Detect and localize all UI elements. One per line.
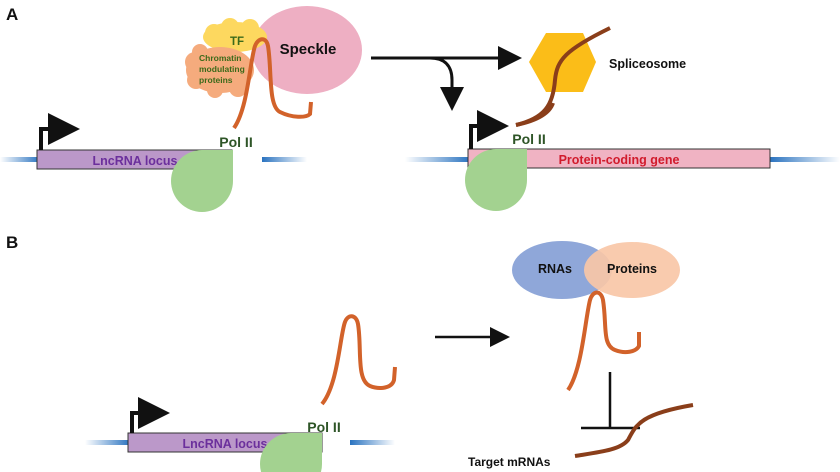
tf-label: TF (230, 36, 244, 48)
panel-b-label: B (6, 233, 18, 252)
pol2-label: Pol II (512, 131, 545, 147)
mrna-strand-start (515, 102, 555, 127)
arrow-down (429, 56, 464, 111)
dna-strand-a-right (405, 157, 840, 162)
pol2-shape (171, 150, 233, 212)
lncrna-strand (566, 290, 641, 392)
chromatin-line: modulating (199, 64, 245, 74)
lncrna-locus-label: LncRNA locus (93, 154, 178, 168)
promoter-arrow-icon (469, 110, 509, 149)
chromatin-label: Chromatin modulating proteins (199, 53, 245, 85)
speckle-label: Speckle (280, 41, 337, 58)
rnas-label: RNAs (538, 262, 572, 276)
proteins-label: Proteins (607, 262, 657, 276)
lncrna-locus-label: LncRNA locus (183, 437, 268, 451)
rnas-shape (512, 241, 612, 299)
promoter-arrow-icon (39, 113, 80, 150)
protein-coding-gene-box (467, 148, 771, 169)
lncrna-strand (232, 37, 313, 130)
protein-coding-gene-label: Protein-coding gene (559, 153, 680, 167)
target-mrnas-label: Target mRNAs (468, 455, 551, 469)
dna-strand-a-left (0, 157, 307, 162)
dna-strand-b (85, 440, 395, 445)
speckle-shape (252, 6, 362, 94)
inhibition-icon (581, 372, 640, 430)
chromatin-cloud (185, 44, 254, 98)
pol2-shape (260, 433, 322, 472)
chromatin-line: Chromatin (199, 53, 242, 63)
tf-cloud (203, 18, 267, 52)
proteins-shape (584, 242, 680, 298)
spliceosome-label: Spliceosome (609, 57, 686, 71)
pol2-shape (465, 149, 527, 211)
promoter-arrow-icon (130, 397, 170, 433)
chromatin-line: proteins (199, 75, 233, 85)
pol2-label: Pol II (307, 419, 340, 435)
lncrna-strand (320, 314, 397, 406)
panel-a-label: A (6, 5, 18, 24)
target-mrna-strand (574, 403, 694, 458)
pol2-label: Pol II (219, 134, 252, 150)
